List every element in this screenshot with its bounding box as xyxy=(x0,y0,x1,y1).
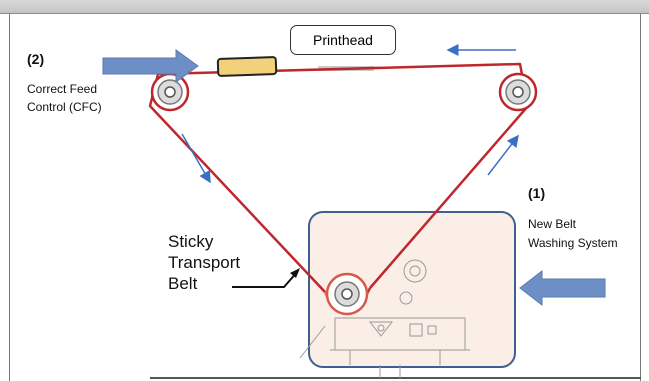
belt-label-line2: Transport xyxy=(168,253,241,272)
washing-system-box xyxy=(308,211,516,368)
diagram-panel xyxy=(9,14,641,381)
cfc-line1: Correct Feed xyxy=(27,82,98,96)
feed-control-block xyxy=(216,56,278,77)
printhead-label: Printhead xyxy=(290,25,396,55)
direction-arrow-icon xyxy=(487,134,519,176)
washing-line1: New Belt xyxy=(528,217,577,231)
belt-leader-line xyxy=(232,270,299,288)
roller-right xyxy=(498,72,538,112)
window-top-bar xyxy=(0,0,649,14)
washing-machinery-sketch xyxy=(299,259,470,378)
belt-leader-arrowhead xyxy=(290,268,300,278)
cfc-number: (2) xyxy=(27,51,45,67)
callout-arrow-icon xyxy=(102,49,199,83)
belt-label-line1: Sticky xyxy=(168,232,214,251)
belt-label-line3: Belt xyxy=(168,274,198,293)
roller-bottom xyxy=(325,272,369,316)
direction-arrow-icon xyxy=(181,133,211,184)
callout-arrow-icon xyxy=(519,269,606,307)
cfc-line2: Control (CFC) xyxy=(27,100,102,114)
roller-left xyxy=(150,72,190,112)
washing-line2: Washing System xyxy=(528,236,618,250)
washing-number: (1) xyxy=(528,185,546,201)
